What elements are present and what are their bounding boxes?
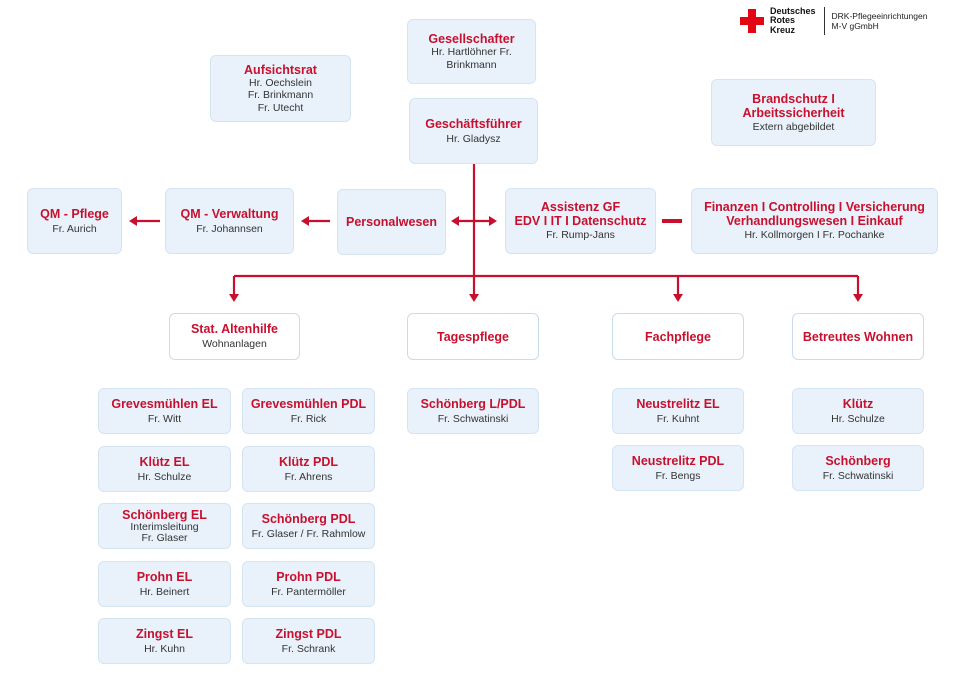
node-schoenberg-lpdl: Schönberg L/PDL Fr. Schwatinski (407, 388, 539, 434)
node-stat-altenhilfe: Stat. Altenhilfe Wohnanlagen (169, 313, 300, 360)
arrow-qmv (301, 216, 309, 226)
node-zingst-pdl: Zingst PDL Fr. Schrank (242, 618, 375, 664)
node-qm-verwaltung: QM - Verwaltung Fr. Johannsen (165, 188, 294, 254)
node-prohn-el: Prohn EL Hr. Beinert (98, 561, 231, 607)
node-kluetz-el: Klütz EL Hr. Schulze (98, 446, 231, 492)
node-grevesmuehlen-el: Grevesmühlen EL Fr. Witt (98, 388, 231, 434)
node-aufsichtsrat: Aufsichtsrat Hr. Oechslein Fr. Brinkmann… (210, 55, 351, 122)
arrow-fach (673, 294, 683, 302)
node-assistenz-gf: Assistenz GF EDV I IT I Datenschutz Fr. … (505, 188, 656, 254)
arrow-personal-left (451, 216, 459, 226)
node-prohn-pdl: Prohn PDL Fr. Pantermöller (242, 561, 375, 607)
node-geschaeftsfuehrer: Geschäftsführer Hr. Gladysz (409, 98, 538, 164)
node-personalwesen: Personalwesen (337, 189, 446, 255)
logo-org-text: DRK-Pflegeeinrichtungen M-V gGmbH (831, 11, 928, 31)
arrow-stat (229, 294, 239, 302)
logo-brand-text: Deutsches Rotes Kreuz (770, 5, 816, 35)
arrow-bw (853, 294, 863, 302)
node-tagespflege: Tagespflege (407, 313, 539, 360)
node-brandschutz: Brandschutz I Arbeitssicherheit Extern a… (711, 79, 876, 146)
node-kluetz-pdl: Klütz PDL Fr. Ahrens (242, 446, 375, 492)
node-zingst-el: Zingst EL Hr. Kuhn (98, 618, 231, 664)
arrow-tages (469, 294, 479, 302)
node-schoenberg-bw: Schönberg Fr. Schwatinski (792, 445, 924, 491)
node-betreutes-wohnen: Betreutes Wohnen (792, 313, 924, 360)
node-neustrelitz-el: Neustrelitz EL Fr. Kuhnt (612, 388, 744, 434)
node-fachpflege: Fachpflege (612, 313, 744, 360)
drk-logo: Deutsches Rotes Kreuz DRK-Pflegeeinricht… (740, 6, 927, 36)
logo-divider (823, 7, 825, 35)
node-finanzen: Finanzen I Controlling I Versicherung Ve… (691, 188, 938, 254)
red-cross-icon (740, 9, 764, 33)
node-kluetz-bw: Klütz Hr. Schulze (792, 388, 924, 434)
arrow-qmp (129, 216, 137, 226)
dash-assistenz-finanzen (662, 219, 682, 223)
arrow-assistenz-right (489, 216, 497, 226)
node-gesellschafter: Gesellschafter Hr. Hartlöhner Fr. Brinkm… (407, 19, 536, 84)
node-grevesmuehlen-pdl: Grevesmühlen PDL Fr. Rick (242, 388, 375, 434)
node-neustrelitz-pdl: Neustrelitz PDL Fr. Bengs (612, 445, 744, 491)
node-schoenberg-el: Schönberg EL Interimsleitung Fr. Glaser (98, 503, 231, 549)
node-qm-pflege: QM - Pflege Fr. Aurich (27, 188, 122, 254)
node-schoenberg-pdl: Schönberg PDL Fr. Glaser / Fr. Rahmlow (242, 503, 375, 549)
